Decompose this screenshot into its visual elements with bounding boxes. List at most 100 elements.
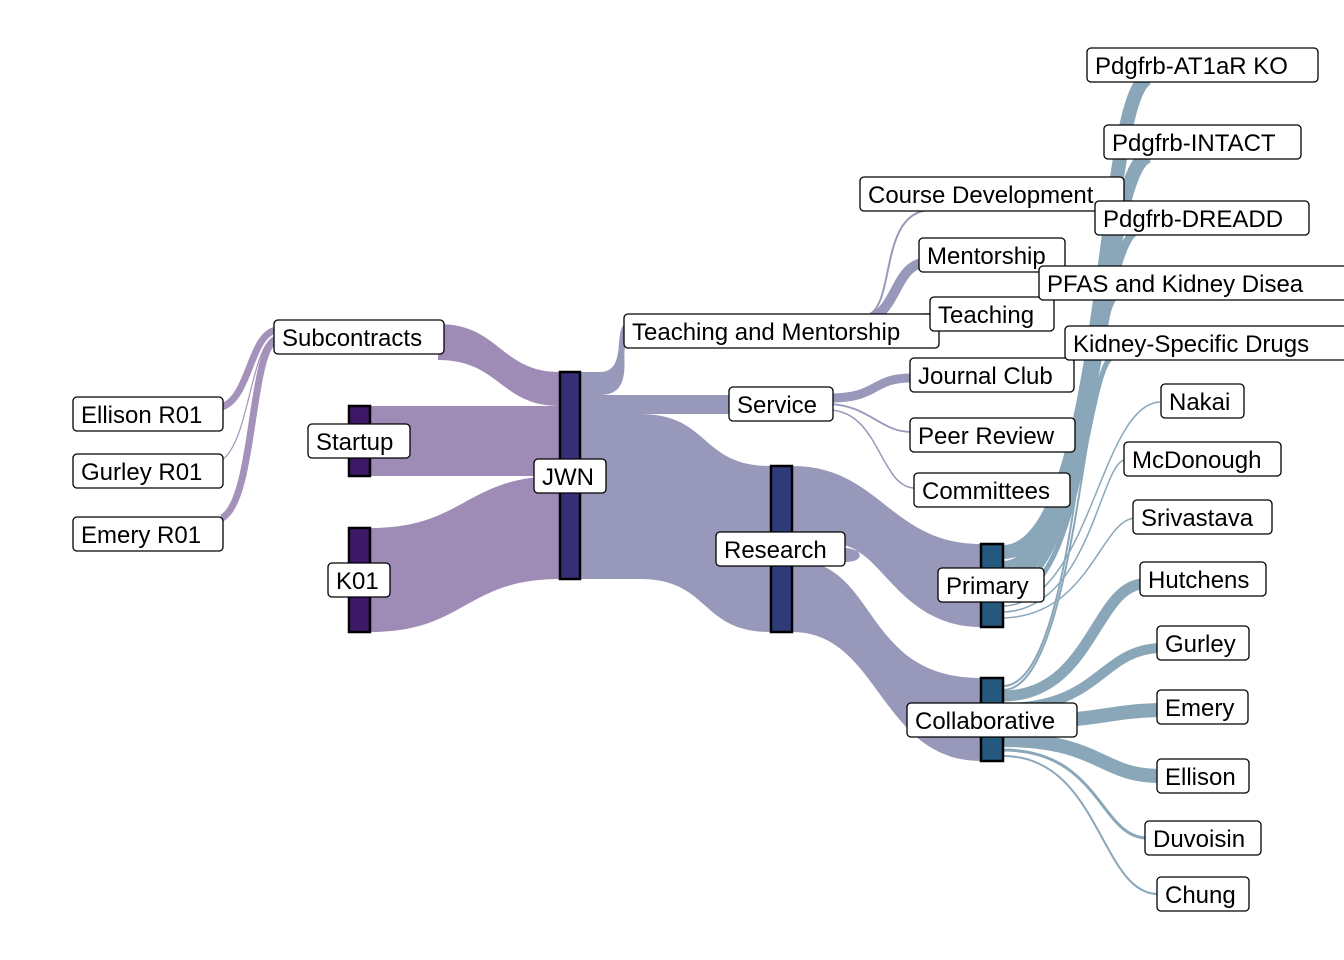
label-box xyxy=(1156,625,1250,661)
flow-jwn-to-research xyxy=(580,414,770,632)
label-text: Course Development xyxy=(868,182,1094,209)
label-box xyxy=(327,562,391,598)
label-chung: Chung xyxy=(1156,876,1250,912)
flow-ellison-r01-to-subcontracts xyxy=(220,326,278,411)
label-jwn: JWN xyxy=(533,458,607,494)
label-course-development: Course Development xyxy=(859,176,1125,212)
label-box xyxy=(1094,200,1310,236)
label-box xyxy=(1156,689,1249,725)
label-teaching-mentorship: Teaching and Mentorship xyxy=(623,313,940,349)
label-box xyxy=(1103,124,1302,160)
flow-jwn-to-teaching-mentorship xyxy=(580,322,630,395)
label-box xyxy=(929,296,1055,332)
label-text: Pdgfrb-AT1aR KO xyxy=(1095,53,1288,80)
label-box xyxy=(906,702,1078,738)
label-text: Committees xyxy=(922,478,1050,505)
label-text: Journal Club xyxy=(918,363,1053,390)
label-text: JWN xyxy=(542,464,594,491)
flows-jwn-to-categories xyxy=(580,322,770,632)
label-text: Peer Review xyxy=(918,423,1055,450)
flow-collaborative-to-chung xyxy=(1002,755,1159,895)
label-duvoisin: Duvoisin xyxy=(1144,820,1262,856)
flow-primary-to-mcdonough xyxy=(1002,459,1126,613)
flow-k01-to-jwn xyxy=(370,476,560,632)
label-text: Subcontracts xyxy=(282,325,422,352)
label-box xyxy=(1123,441,1282,477)
label-text: Emery R01 xyxy=(81,522,201,549)
flow-collaborative-to-pfas xyxy=(1002,297,1111,687)
label-subcontracts: Subcontracts xyxy=(273,319,445,355)
label-journal-club: Journal Club xyxy=(909,357,1075,393)
label-box xyxy=(918,237,1066,273)
label-nakai: Nakai xyxy=(1160,383,1245,419)
flow-collaborative-to-ellison xyxy=(1002,733,1161,783)
label-box xyxy=(1038,265,1344,301)
flow-primary-to-srivastava xyxy=(1002,517,1136,619)
label-k01: K01 xyxy=(327,562,391,598)
label-startup: Startup xyxy=(307,423,411,459)
flow-research-to-primary xyxy=(792,466,981,627)
label-box xyxy=(913,472,1071,508)
label-box xyxy=(1139,561,1267,597)
label-box xyxy=(273,319,445,355)
label-box xyxy=(728,386,834,422)
label-box xyxy=(1086,47,1319,83)
label-text: Srivastava xyxy=(1141,505,1254,532)
flow-subcontracts-to-jwn xyxy=(438,324,560,406)
label-text: Pdgfrb-DREADD xyxy=(1103,206,1283,233)
node-labels: Ellison R01 Gurley R01 Emery R01 Subcont… xyxy=(72,47,1344,912)
flows-service-children xyxy=(829,373,916,489)
label-text: McDonough xyxy=(1132,447,1261,474)
label-mentorship: Mentorship xyxy=(918,237,1066,273)
label-pdgfrb-at1ar-ko: Pdgfrb-AT1aR KO xyxy=(1086,47,1319,83)
label-box xyxy=(307,423,411,459)
label-ellison-r01: Ellison R01 xyxy=(72,396,224,432)
label-text: Service xyxy=(737,392,817,419)
label-peer-review: Peer Review xyxy=(909,417,1076,453)
label-box xyxy=(1144,820,1262,856)
label-text: Nakai xyxy=(1169,389,1230,416)
label-box xyxy=(937,567,1045,603)
label-text: Ellison R01 xyxy=(81,402,202,429)
label-mcdonough: McDonough xyxy=(1123,441,1282,477)
label-pdgfrb-intact: Pdgfrb-INTACT xyxy=(1103,124,1302,160)
label-box xyxy=(533,458,607,494)
label-ellison: Ellison xyxy=(1156,758,1250,794)
label-box xyxy=(859,176,1125,212)
flow-startup-to-jwn xyxy=(370,406,560,476)
label-text: Teaching xyxy=(938,302,1034,329)
label-box xyxy=(1156,758,1250,794)
label-text: Startup xyxy=(316,429,393,456)
flow-emery-r01-to-subcontracts xyxy=(219,336,279,522)
label-gurley-r01: Gurley R01 xyxy=(72,453,224,489)
label-text: Kidney-Specific Drugs xyxy=(1073,331,1309,358)
flow-service-to-journal-club xyxy=(829,373,913,403)
label-primary: Primary xyxy=(937,567,1045,603)
flow-service-to-committees xyxy=(829,409,916,489)
label-text: Research xyxy=(724,537,827,564)
flow-jwn-to-service xyxy=(580,395,730,414)
flow-collaborative-to-duvoisin xyxy=(1002,748,1148,840)
label-box xyxy=(72,396,224,432)
label-text: Pdgfrb-INTACT xyxy=(1112,130,1276,157)
label-teaching: Teaching xyxy=(929,296,1055,332)
label-emery-r01: Emery R01 xyxy=(72,516,224,552)
label-gurley: Gurley xyxy=(1156,625,1250,661)
label-box xyxy=(1064,325,1344,361)
label-service: Service xyxy=(728,386,834,422)
label-srivastava: Srivastava xyxy=(1132,499,1273,535)
label-text: Hutchens xyxy=(1148,567,1249,594)
label-hutchens: Hutchens xyxy=(1139,561,1267,597)
label-text: Mentorship xyxy=(927,243,1046,270)
label-box xyxy=(72,453,224,489)
flow-service-to-peer-review xyxy=(829,403,913,433)
label-box xyxy=(909,357,1075,393)
label-text: Collaborative xyxy=(915,708,1055,735)
flow-tm-to-course-development xyxy=(869,209,931,315)
label-box xyxy=(1160,383,1245,419)
label-pfas-kidney: PFAS and Kidney Disea xyxy=(1038,265,1344,301)
label-collaborative: Collaborative xyxy=(906,702,1078,738)
label-text: K01 xyxy=(336,568,379,595)
